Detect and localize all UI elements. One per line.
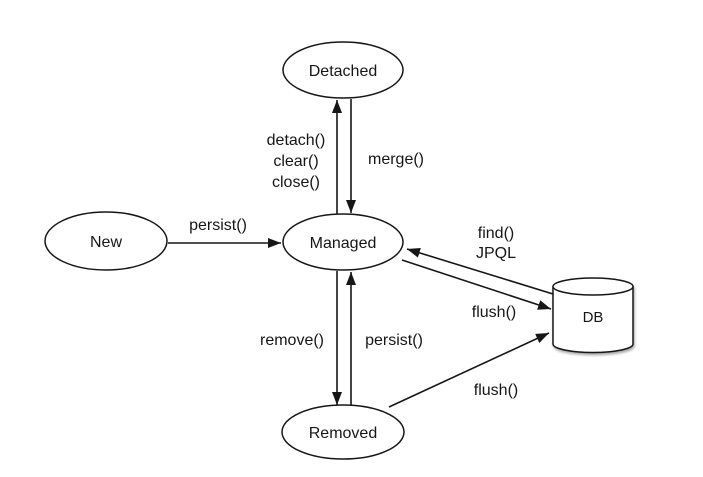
state-node-detached	[282, 41, 404, 99]
edge-removed-to-db-arrow	[388, 332, 550, 408]
edge-label-detach: detach()	[267, 132, 326, 149]
edge-db-to-managed-arrow	[406, 248, 554, 295]
edge-label-clear: clear()	[273, 153, 318, 170]
state-label-detached: Detached	[309, 63, 378, 80]
edge-label-find: find()	[478, 225, 514, 242]
db-cylinder-body	[552, 286, 634, 354]
state-node-removed	[281, 404, 405, 460]
state-label-managed: Managed	[310, 235, 377, 252]
edge-managed-to-db-arrow	[401, 259, 552, 310]
edge-label-remove: remove()	[260, 332, 324, 349]
edge-label-merge: merge()	[368, 151, 424, 168]
state-label-new: New	[90, 234, 122, 251]
state-node-managed	[282, 213, 404, 271]
edge-label-jpql: JPQL	[476, 245, 516, 262]
edge-label-flush-removed: flush()	[474, 382, 518, 399]
db-node: DB	[552, 277, 634, 354]
edge-label-persist-removed: persist()	[365, 332, 423, 349]
state-node-new	[44, 211, 168, 271]
edge-label-flush-managed: flush()	[472, 304, 516, 321]
edge-label-persist-new: persist()	[189, 217, 247, 234]
state-label-removed: Removed	[309, 425, 377, 442]
db-label: DB	[583, 309, 604, 326]
db-cylinder-top	[552, 277, 634, 296]
edge-label-close: close()	[272, 174, 320, 191]
